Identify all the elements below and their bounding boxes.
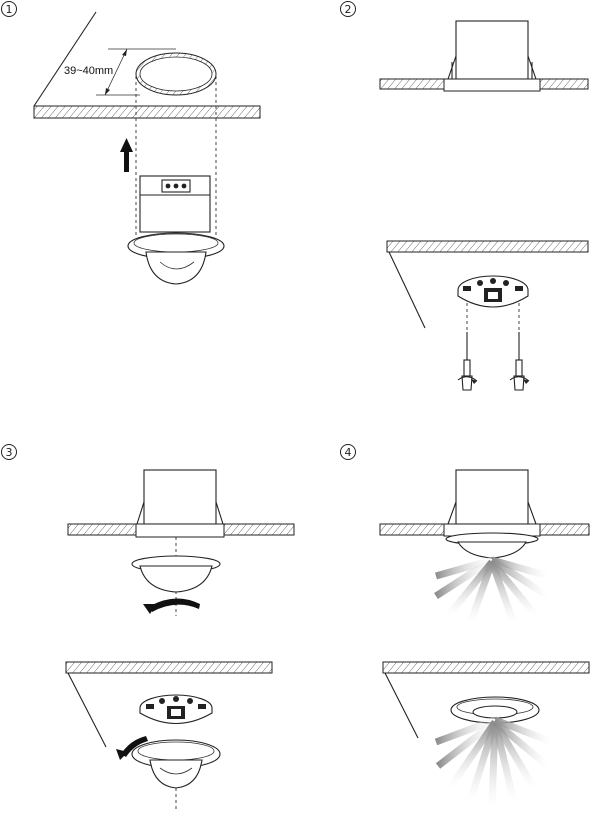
step-4-panel: 4 (340, 444, 590, 809)
step-2-number: 2 (345, 3, 352, 16)
installed-sensor-perspective (450, 696, 540, 724)
detection-rays (434, 716, 554, 809)
step-3-number: 3 (6, 446, 13, 459)
step-1-number-badge: 1 (1, 1, 17, 17)
lens-cover (131, 555, 221, 593)
ceiling-perspective (382, 661, 590, 739)
installed-housing-section (379, 20, 589, 92)
ceiling-slab (33, 11, 261, 119)
step-4-number: 4 (345, 446, 352, 459)
detection-rays (434, 556, 550, 626)
step-1-panel: 1 39~40mm (1, 1, 261, 285)
rotate-arrow-icon (116, 736, 148, 760)
up-arrow (120, 138, 133, 172)
screwdriver-icon (509, 332, 530, 391)
installed-sensor-lens (445, 532, 539, 559)
step-1-number: 1 (6, 3, 13, 16)
rotate-arrow-icon (143, 598, 200, 614)
cut-hole (135, 52, 217, 235)
installed-housing-section (67, 469, 295, 616)
ceiling-perspective (65, 661, 273, 748)
installed-housing-section (379, 469, 590, 537)
sensor-lens-assembly (131, 739, 221, 812)
ceiling-perspective (386, 240, 589, 329)
hole-depth-dimension: 39~40mm (64, 48, 176, 96)
screwdriver-icon (457, 332, 478, 391)
step-3-number-badge: 3 (1, 444, 17, 460)
step-4-number-badge: 4 (340, 444, 356, 460)
dimension-label: 39~40mm (64, 65, 113, 77)
step-2-panel: 2 (340, 1, 589, 391)
step-3-panel: 3 (1, 444, 295, 812)
sensor-top-module (139, 694, 213, 724)
step-2-number-badge: 2 (340, 1, 356, 17)
sensor-top-module (457, 275, 529, 330)
motion-sensor-device (127, 175, 225, 285)
